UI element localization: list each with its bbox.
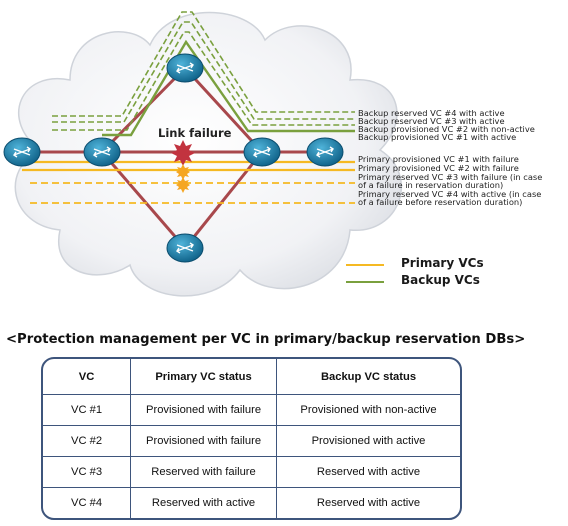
routers (3, 53, 344, 263)
router-icon (306, 137, 344, 167)
table-row: VC #3 Reserved with failure Reserved wit… (43, 456, 460, 488)
table-title: <Protection management per VC in primary… (6, 332, 526, 347)
vc-label: Backup provisioned VC #1 with active (358, 132, 517, 142)
network-cloud (14, 11, 402, 297)
backup-status-cell: Provisioned with active (276, 425, 460, 457)
vc-cell: VC #2 (43, 425, 131, 457)
vc-label: Primary reserved VC #3 with failure (in … (358, 172, 543, 182)
vc-cell: VC #3 (43, 456, 131, 488)
vc-label: Primary reserved VC #4 with active (in c… (358, 189, 542, 199)
vc-status-table: VC Primary VC status Backup VC status VC… (41, 357, 462, 520)
vc-cell: VC #4 (43, 487, 131, 518)
vc-label: Backup provisioned VC #2 with non-active (358, 124, 535, 134)
backup-vc-3-path (52, 21, 355, 123)
vc-label: Primary provisioned VC #2 with failure (358, 163, 519, 173)
primary-legend-swatch (346, 264, 384, 266)
primary-status-cell: Reserved with failure (130, 456, 277, 488)
network-diagram: Link failure (3, 11, 402, 297)
failure-burst-icon (171, 140, 195, 193)
primary-status-cell: Reserved with active (130, 487, 277, 518)
backup-legend-label: Backup VCs (401, 273, 480, 287)
column-header-primary: Primary VC status (130, 359, 277, 395)
backup-vc-2-path (52, 31, 355, 131)
backup-vc-4-path (52, 11, 355, 117)
primary-status-cell: Provisioned with failure (130, 425, 277, 457)
backup-status-cell: Provisioned with non-active (276, 393, 460, 426)
link-failure-label: Link failure (158, 126, 232, 140)
primary-status-cell: Provisioned with failure (130, 393, 277, 426)
table-row: VC #1 Provisioned with failure Provision… (43, 393, 460, 426)
router-icon (243, 137, 281, 167)
vc-label: Backup reserved VC #4 with active (358, 108, 505, 118)
column-header-backup: Backup VC status (276, 359, 460, 395)
vc-label: of a failure in reservation duration) (358, 180, 504, 190)
primary-vc-paths (22, 160, 355, 204)
table-header-row: VC Primary VC status Backup VC status (43, 359, 460, 395)
vc-label: Backup reserved VC #3 with active (358, 116, 505, 126)
primary-legend-label: Primary VCs (401, 256, 484, 270)
backup-legend-swatch (346, 281, 384, 283)
router-icon (3, 137, 41, 167)
column-header-vc: VC (43, 359, 131, 395)
vc-label: of a failure before reservation duration… (358, 197, 523, 207)
table-row: VC #2 Provisioned with failure Provision… (43, 425, 460, 457)
backup-vc-1-path (102, 39, 355, 137)
table-row: VC #4 Reserved with active Reserved with… (43, 487, 460, 518)
vc-label: Primary provisioned VC #1 with failure (358, 154, 519, 164)
backup-status-cell: Reserved with active (276, 456, 460, 488)
backup-status-cell: Reserved with active (276, 487, 460, 518)
router-icon (166, 53, 204, 83)
router-icon (83, 137, 121, 167)
vc-cell: VC #1 (43, 393, 131, 426)
router-icon (166, 233, 204, 263)
backup-vc-paths (52, 11, 355, 137)
